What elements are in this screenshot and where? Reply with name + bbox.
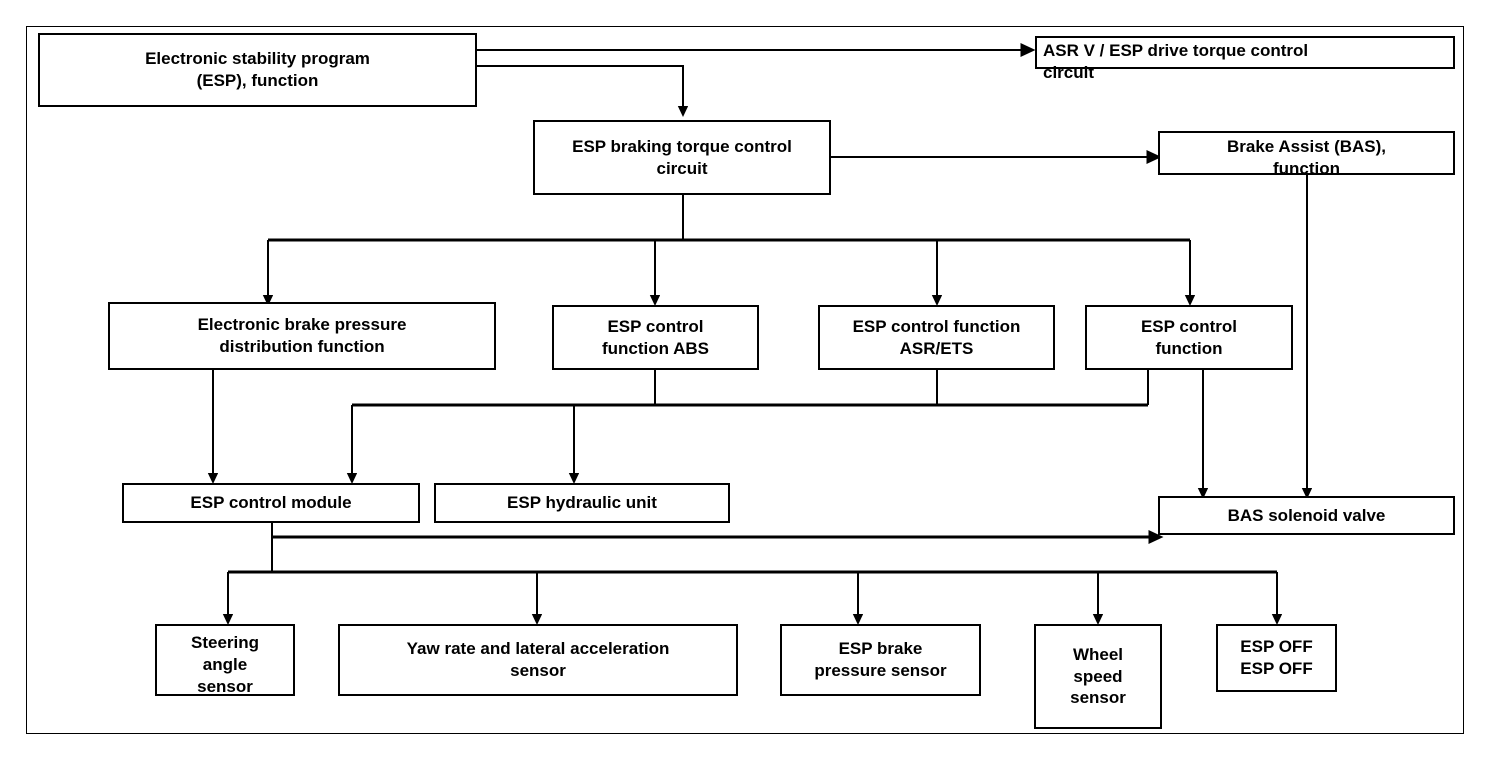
- node-brake-assist[interactable]: Brake Assist (BAS), function: [1158, 131, 1455, 178]
- node-wheel-speed-sensor[interactable]: Wheel speed sensor: [1034, 624, 1162, 729]
- diagram-frame: [26, 26, 1464, 734]
- node-esp-function[interactable]: Electronic stability program (ESP), func…: [38, 33, 477, 107]
- node-esp-function-label: Electronic stability program (ESP), func…: [145, 49, 370, 90]
- node-bas-solenoid-valve-label: BAS solenoid valve: [1227, 505, 1386, 525]
- node-esp-control-function-abs[interactable]: ESP control function ABS: [552, 305, 759, 370]
- node-esp-control-function-label: ESP control function: [1140, 316, 1238, 358]
- node-asr-ets-label: ESP control function ASR/ETS: [852, 316, 1021, 358]
- node-esp-hydraulic-unit[interactable]: ESP hydraulic unit: [434, 483, 730, 523]
- node-electronic-brake-pressure-distribution[interactable]: Electronic brake pressure distribution f…: [108, 302, 496, 370]
- node-esp-control-function-asr-ets[interactable]: ESP control function ASR/ETS: [818, 305, 1055, 370]
- node-ebd-label: Electronic brake pressure distribution f…: [197, 315, 407, 356]
- node-esp-off-label: ESP OFF ESP OFF: [1240, 637, 1313, 678]
- node-steering-angle-sensor[interactable]: Steering angle sensor: [155, 624, 295, 696]
- node-esp-off[interactable]: ESP OFF ESP OFF: [1216, 624, 1337, 692]
- node-brake-assist-label: Brake Assist (BAS), function: [1226, 137, 1387, 178]
- node-bas-solenoid-valve[interactable]: BAS solenoid valve: [1158, 496, 1455, 535]
- node-esp-hydraulic-unit-label: ESP hydraulic unit: [507, 493, 657, 513]
- node-esp-control-module[interactable]: ESP control module: [122, 483, 420, 523]
- node-esp-braking-torque[interactable]: ESP braking torque control circuit: [533, 120, 831, 195]
- node-wheel-speed-sensor-label: Wheel speed sensor: [1070, 644, 1126, 708]
- node-steering-angle-sensor-label: Steering angle sensor: [190, 633, 260, 696]
- node-esp-control-function[interactable]: ESP control function: [1085, 305, 1293, 370]
- node-yaw-rate-sensor-label: Yaw rate and lateral acceleration sensor: [406, 639, 670, 680]
- node-esp-brake-pressure-sensor[interactable]: ESP brake pressure sensor: [780, 624, 981, 696]
- node-esp-braking-torque-label: ESP braking torque control circuit: [572, 136, 792, 178]
- node-asr-v[interactable]: ASR V / ESP drive torque control circuit: [1035, 36, 1455, 82]
- node-asr-v-label: ASR V / ESP drive torque control circuit: [1043, 41, 1309, 82]
- node-esp-brake-pressure-sensor-label: ESP brake pressure sensor: [814, 639, 947, 680]
- node-esp-control-module-label: ESP control module: [190, 493, 352, 513]
- node-abs-label: ESP control function ABS: [601, 316, 710, 358]
- node-yaw-rate-sensor[interactable]: Yaw rate and lateral acceleration sensor: [338, 624, 738, 696]
